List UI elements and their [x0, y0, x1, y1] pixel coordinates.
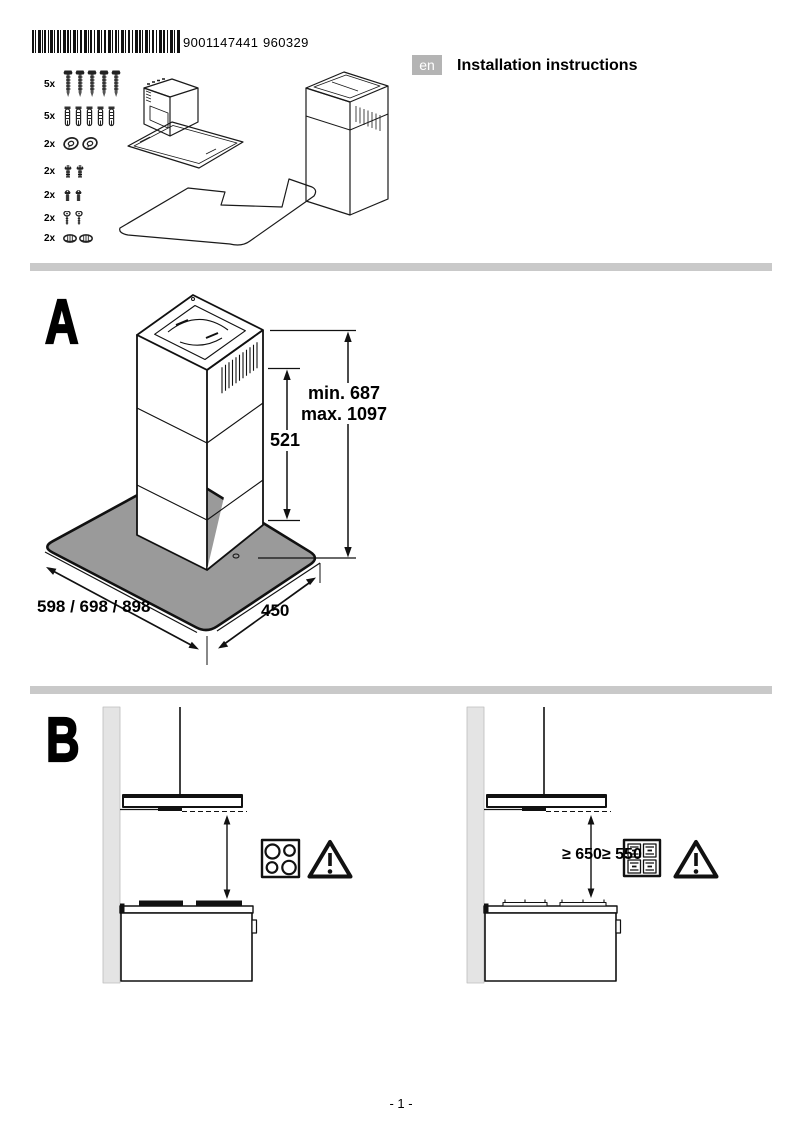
doc-number: 960329 [263, 35, 309, 50]
page-number: - 1 - [389, 1096, 413, 1111]
part-row: 5x [44, 106, 119, 127]
canopy-sheet-drawing [119, 178, 317, 246]
clearance-primary: ≥ 650 [562, 846, 602, 863]
section-a-label: A [44, 288, 79, 357]
section-divider [30, 263, 772, 271]
part-row: 2x [44, 233, 95, 244]
gas-cooktop-icon [622, 838, 662, 878]
part-qty: 2x [44, 213, 56, 224]
part-qty: 5x [44, 78, 56, 90]
part-row: 2x [44, 164, 87, 179]
part-qty: 2x [44, 233, 56, 244]
height-max: max. 1097 [300, 403, 388, 424]
hood-dimension-drawing [44, 294, 356, 665]
part-qty: 2x [44, 166, 56, 177]
height-dimension-label: min. 687 max. 1097 [298, 383, 390, 425]
push-nut-icon [63, 233, 94, 243]
part-row: 2x [44, 211, 85, 226]
canopy-width-label: 598 / 698 / 898 [37, 597, 151, 616]
barcode-number: 9001147441 [183, 35, 259, 50]
pan-head-screw-icon [64, 164, 85, 178]
pan-head-screw-short-icon [64, 189, 83, 202]
gas-clearance-label: ≥ 650≥ 550 [562, 846, 642, 864]
exploded-parts-drawing [119, 71, 389, 246]
small-screw-icon [63, 211, 83, 226]
part-qty: 2x [44, 138, 56, 150]
section-divider [30, 686, 772, 694]
part-row: 2x [44, 137, 101, 151]
clearance-diagram-electric [102, 706, 353, 984]
clearance-diagram-gas [466, 706, 719, 984]
hood-body-drawing [127, 78, 244, 169]
page-title: Installation instructions [457, 57, 638, 74]
height-min: min. 687 [307, 383, 381, 403]
part-qty: 5x [44, 111, 56, 122]
washer-icon [63, 137, 100, 151]
section-b-label: B [45, 706, 80, 775]
part-row: 5x [44, 70, 122, 98]
language-badge: en [412, 55, 442, 75]
warning-triangle-icon [307, 840, 353, 879]
part-row: 2x [44, 189, 85, 202]
electric-cooktop-icon [260, 838, 301, 879]
warning-triangle-icon [673, 840, 719, 879]
barcode [32, 30, 180, 53]
clearance-secondary: ≥ 550 [601, 846, 642, 863]
chimney-height-label: 521 [270, 430, 301, 451]
canopy-depth-label: 450 [261, 601, 290, 620]
chimney-duct-drawing [305, 71, 389, 216]
part-qty: 2x [44, 190, 56, 201]
